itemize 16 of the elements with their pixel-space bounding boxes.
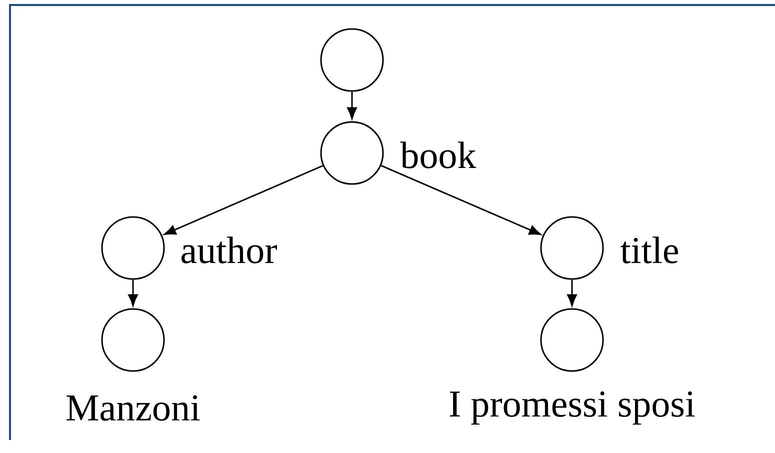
node-label: Manzoni bbox=[66, 395, 200, 421]
node-label: title bbox=[620, 236, 678, 264]
node-label: author bbox=[182, 236, 277, 264]
arrow bbox=[347, 92, 357, 120]
arrow bbox=[567, 280, 577, 306]
node-circle bbox=[101, 216, 165, 280]
node-circle bbox=[320, 121, 384, 185]
node-circle bbox=[540, 216, 604, 280]
node-circle bbox=[320, 28, 384, 92]
arrow bbox=[164, 164, 324, 235]
node-label: I promessi sposi bbox=[450, 391, 695, 425]
node-circle bbox=[101, 308, 165, 372]
node-circle bbox=[540, 308, 604, 372]
node-label: book bbox=[400, 142, 476, 168]
arrow bbox=[128, 280, 138, 306]
arrow bbox=[380, 164, 541, 235]
